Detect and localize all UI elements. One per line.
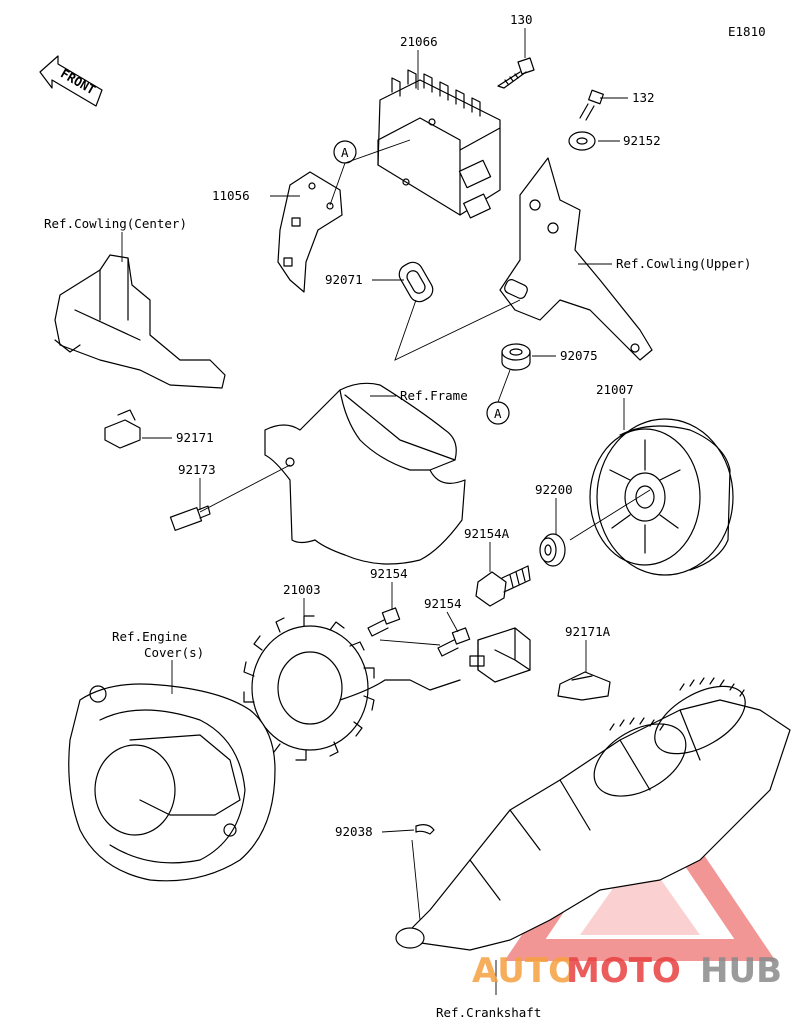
label-92038: 92038 xyxy=(335,824,373,839)
label-92154-lower: 92154 xyxy=(424,596,462,611)
label-ref-cowling-center: Ref.Cowling(Center) xyxy=(44,216,187,231)
part-21066-regulator[interactable] xyxy=(377,69,501,219)
svg-text:HUB: HUB xyxy=(700,951,782,991)
label-ref-frame: Ref.Frame xyxy=(400,388,468,403)
engine-cover xyxy=(68,683,276,882)
part-92152-washer[interactable] xyxy=(568,131,596,151)
callout-a-upper: A xyxy=(333,140,357,164)
part-92154-bolt-upper[interactable] xyxy=(367,607,401,637)
label-92171A: 92171A xyxy=(565,624,611,639)
part-92154A-bolt[interactable] xyxy=(475,565,531,607)
diagram-code: E1810 xyxy=(728,24,766,39)
part-92154-bolt-lower[interactable] xyxy=(437,627,471,657)
part-130-bolt[interactable] xyxy=(497,57,535,89)
stator-connector xyxy=(469,627,531,683)
label-130: 130 xyxy=(510,12,533,27)
label-92173: 92173 xyxy=(178,462,216,477)
svg-text:A: A xyxy=(494,406,502,421)
svg-text:A: A xyxy=(341,145,349,160)
label-132: 132 xyxy=(632,90,655,105)
part-92200-washer[interactable] xyxy=(539,533,566,567)
label-ref-engine-cover-line1: Ref.Engine xyxy=(112,629,187,644)
front-arrow-icon: FRONT xyxy=(39,55,103,107)
svg-text:AUTO: AUTO xyxy=(472,951,577,991)
label-92154-upper: 92154 xyxy=(370,566,408,581)
svg-text:MOTO: MOTO xyxy=(566,951,681,991)
cowling-center-bracket xyxy=(54,254,226,389)
part-21007-rotor[interactable] xyxy=(589,418,734,576)
label-ref-cowling-upper: Ref.Cowling(Upper) xyxy=(616,256,751,271)
part-11056-bracket[interactable] xyxy=(277,171,343,293)
part-92171-clamp[interactable] xyxy=(104,409,141,449)
label-92171: 92171 xyxy=(176,430,214,445)
label-92075: 92075 xyxy=(560,348,598,363)
part-132-bolt[interactable] xyxy=(579,89,604,121)
label-92152: 92152 xyxy=(623,133,661,148)
label-21007: 21007 xyxy=(596,382,634,397)
label-11056: 11056 xyxy=(212,188,250,203)
label-92071: 92071 xyxy=(325,272,363,287)
label-ref-crankshaft: Ref.Crankshaft xyxy=(436,1005,541,1020)
label-21003: 21003 xyxy=(283,582,321,597)
cowling-upper-bracket xyxy=(499,157,653,361)
part-92075-damper[interactable] xyxy=(501,343,531,371)
label-ref-engine-cover-line2: Cover(s) xyxy=(144,645,204,660)
part-92071-grommet[interactable] xyxy=(396,259,437,306)
leader-lines xyxy=(121,28,651,995)
frame-outline xyxy=(264,382,466,565)
part-21003-stator[interactable] xyxy=(243,615,461,761)
callout-a-lower: A xyxy=(486,401,510,425)
part-92171A-clamp[interactable] xyxy=(557,671,611,701)
part-92173-sensor[interactable] xyxy=(169,505,211,531)
part-92038-key[interactable] xyxy=(415,824,435,835)
watermark-text: AUTO MOTO HUB xyxy=(472,951,782,991)
label-92154A: 92154A xyxy=(464,526,510,541)
label-21066: 21066 xyxy=(400,34,438,49)
label-92200: 92200 xyxy=(535,482,573,497)
crankshaft xyxy=(395,677,791,951)
